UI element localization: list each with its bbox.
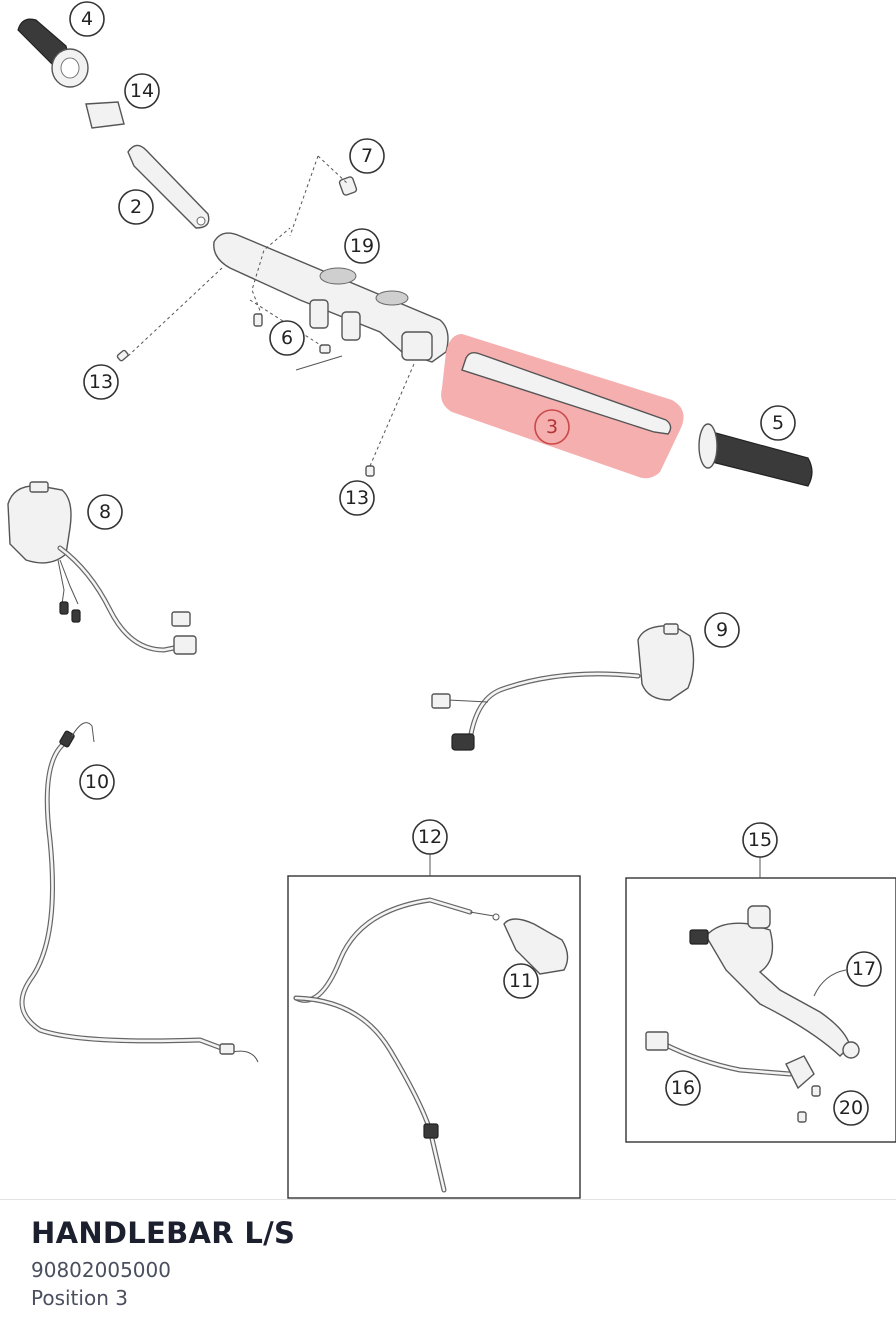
svg-text:15: 15 (748, 829, 772, 851)
part-title: HANDLEBAR L/S (31, 1216, 296, 1250)
group-12-box (287, 852, 581, 1199)
part-number: 90802005000 (31, 1258, 171, 1282)
callout-11[interactable]: 11 (503, 963, 539, 999)
svg-text:19: 19 (350, 235, 374, 257)
svg-text:10: 10 (85, 771, 109, 793)
svg-text:5: 5 (772, 412, 784, 434)
part-7-bolt[interactable] (338, 176, 358, 196)
svg-text:7: 7 (361, 145, 373, 167)
callout-9[interactable]: 9 (704, 612, 740, 648)
part-20-screws[interactable] (797, 1085, 821, 1123)
callout-8[interactable]: 8 (87, 494, 123, 530)
part-5-grip[interactable] (698, 423, 813, 487)
callout-17[interactable]: 17 (846, 951, 882, 987)
svg-text:16: 16 (671, 1077, 695, 1099)
svg-text:4: 4 (81, 8, 93, 30)
callout-4[interactable]: 4 (69, 1, 105, 37)
part-9-right-switch[interactable] (431, 623, 695, 751)
part-17-lever[interactable] (689, 905, 860, 1059)
svg-text:8: 8 (99, 501, 111, 523)
part-13-screw-lower[interactable] (365, 465, 375, 477)
part-6-screws[interactable] (253, 313, 343, 371)
callout-10[interactable]: 10 (79, 764, 115, 800)
callout-13-lower[interactable]: 13 (339, 480, 375, 516)
svg-text:13: 13 (89, 371, 113, 393)
callout-16[interactable]: 16 (665, 1070, 701, 1106)
callout-7[interactable]: 7 (349, 138, 385, 174)
callout-14[interactable]: 14 (124, 73, 160, 109)
callout-20[interactable]: 20 (833, 1090, 869, 1126)
callout-5[interactable]: 5 (760, 405, 796, 441)
svg-text:17: 17 (852, 958, 876, 980)
svg-text:3: 3 (546, 416, 558, 438)
exploded-parts-diagram: 4 14 2 7 19 6 13 13 3 5 8 9 (7, 1, 896, 1199)
svg-text:12: 12 (418, 826, 442, 848)
part-info-footer: HANDLEBAR L/S 90802005000 Position 3 (0, 1199, 896, 1336)
svg-text:6: 6 (281, 327, 293, 349)
callout-13-left[interactable]: 13 (83, 364, 119, 400)
part-3-handlebar-highlight[interactable] (441, 334, 684, 479)
part-14-bushing[interactable] (85, 101, 125, 129)
part-13-screw-left[interactable] (116, 349, 129, 362)
group-15-box (625, 856, 896, 1143)
callout-15[interactable]: 15 (742, 822, 778, 858)
part-position: Position 3 (31, 1286, 128, 1310)
callout-12[interactable]: 12 (412, 819, 448, 855)
callout-19[interactable]: 19 (344, 228, 380, 264)
svg-text:9: 9 (716, 619, 728, 641)
part-11-cap[interactable] (503, 918, 569, 975)
svg-text:14: 14 (130, 80, 154, 102)
part-19-handlebar-clamp[interactable] (213, 232, 449, 363)
part-16-switch-cable[interactable] (645, 1031, 815, 1090)
callout-3[interactable]: 3 (534, 409, 570, 445)
part-4-grip[interactable] (17, 18, 89, 88)
part-8-left-switch[interactable] (7, 481, 197, 655)
callout-2[interactable]: 2 (118, 189, 154, 225)
svg-text:11: 11 (509, 970, 533, 992)
part-2-tube[interactable] (127, 144, 210, 229)
svg-text:2: 2 (130, 196, 142, 218)
svg-text:13: 13 (345, 487, 369, 509)
part-10-cable[interactable] (19, 722, 259, 1063)
callout-6[interactable]: 6 (269, 320, 305, 356)
svg-text:20: 20 (839, 1097, 863, 1119)
